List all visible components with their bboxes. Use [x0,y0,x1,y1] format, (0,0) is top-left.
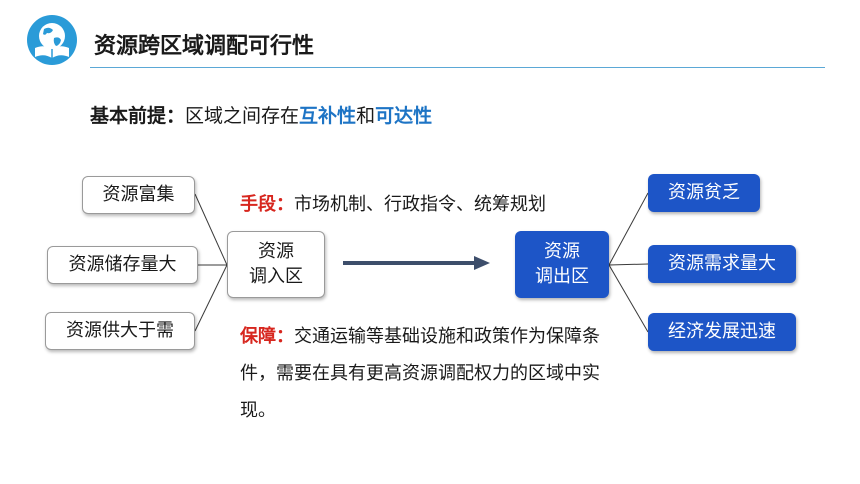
guarantee-content: 交通运输等基础设施和政策作为保障条件，需要在具有更高资源调配权力的区域中实现。 [240,326,600,421]
factor-large-reserves: 资源储存量大 [47,246,198,284]
connector-line [608,263,649,266]
factor-resource-scarce: 资源贫乏 [648,174,760,212]
connector-line [608,264,649,333]
export-region-line1: 资源 [544,241,580,263]
factor-supply-exceeds-demand: 资源供大于需 [45,312,195,350]
premise-accessibility: 可达性 [375,105,433,127]
premise-label: 基本前提 [90,105,167,127]
globe-book-icon [27,15,77,65]
means-content: 市场机制、行政指令、统筹规划 [294,194,546,215]
title-underline [90,67,825,68]
guarantee-label: 保障 [240,326,276,347]
factor-resource-rich: 资源富集 [82,176,195,214]
connector-line [194,193,228,266]
means-label: 手段 [240,194,276,215]
resource-import-region: 资源 调入区 [227,231,325,298]
import-region-line2: 调入区 [249,265,303,287]
guarantee-colon: ： [276,326,294,347]
page-title: 资源跨区域调配可行性 [94,34,315,59]
premise-colon: ： [166,105,186,127]
connector-line [194,264,228,332]
factor-high-demand: 资源需求量大 [648,245,796,283]
factor-rapid-economic-growth: 经济发展迅速 [648,313,796,351]
premise-text: 区域之间存在 [185,105,300,127]
flow-arrow [343,256,490,270]
premise-connector: 和 [356,105,376,127]
import-region-line1: 资源 [258,241,294,263]
means-text: 手段：市场机制、行政指令、统筹规划 [240,190,546,216]
means-colon: ： [276,194,294,215]
resource-export-region: 资源 调出区 [515,231,609,298]
connector-line [608,192,649,266]
guarantee-text: 保障：交通运输等基础设施和政策作为保障条件，需要在具有更高资源调配权力的区域中实… [240,318,615,429]
basic-premise: 基本前提：区域之间存在互补性和可达性 [90,101,432,128]
export-region-line2: 调出区 [535,265,589,287]
premise-complementarity: 互补性 [299,105,357,127]
